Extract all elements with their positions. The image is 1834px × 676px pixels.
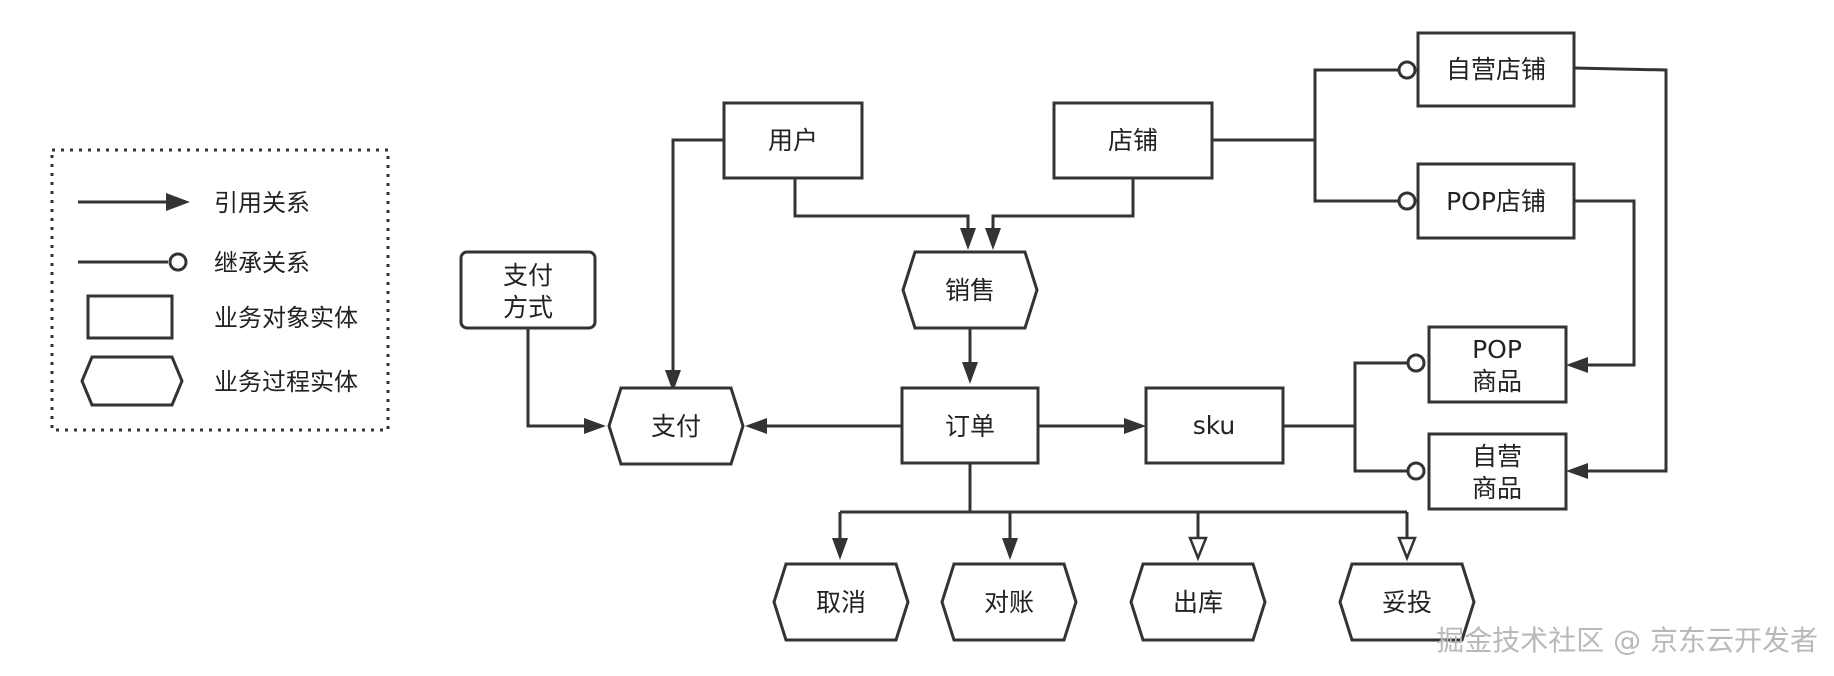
node-payment-method-label-line2: 方式 (503, 293, 553, 322)
edge-pop-store-to-pop-goods (1574, 199, 1636, 367)
edge-pop-store-to-pop-goods-arrowhead (1566, 357, 1588, 373)
node-store-box (1052, 101, 1214, 180)
edge-store-to-sales-arrowhead (985, 228, 1001, 250)
legend-inheritance-label: 继承关系 (214, 249, 310, 277)
node-order-label: 订单 (945, 412, 995, 441)
edge-sales-to-order-arrowhead (962, 362, 978, 384)
node-user-box (722, 101, 864, 180)
node-self-store: 自营店铺 (1416, 31, 1576, 108)
node-order-box (900, 386, 1040, 465)
legend-business-process-label: 业务过程实体 (214, 368, 358, 396)
node-pop-goods-label-line1: POP (1472, 335, 1522, 364)
legend-inheritance-circle (168, 252, 188, 272)
node-payment-shape (607, 386, 745, 466)
node-pop-store-label: POP店铺 (1446, 187, 1546, 216)
node-order: 订单 (900, 386, 1040, 465)
node-sales: 销售 (901, 250, 1039, 330)
edge-user-to-sales (793, 178, 970, 230)
node-sku-label: sku (1193, 411, 1236, 440)
node-complaint-shape (1338, 562, 1476, 642)
node-sku: sku (1144, 386, 1285, 465)
node-payment-label: 支付 (651, 412, 701, 441)
node-self-store-box (1416, 31, 1576, 108)
edge-self-store-to-self-goods-arrowhead (1566, 463, 1588, 479)
node-complaint: 妥投 (1338, 562, 1476, 642)
node-reconcile: 对账 (940, 562, 1078, 642)
node-pop-goods: POP 商品 (1427, 325, 1568, 404)
node-outbound: 出库 (1129, 562, 1267, 642)
node-self-goods-box (1427, 432, 1568, 511)
node-cancel-label: 取消 (816, 588, 866, 617)
edge-self-store-to-self-goods (1573, 66, 1668, 473)
node-user-label: 用户 (768, 126, 818, 155)
legend-reference-arrowhead (166, 193, 190, 211)
legend-business-object-shape (86, 294, 174, 340)
node-payment-method-label-line1: 支付 (503, 261, 553, 290)
legend-business-process-shape (80, 355, 184, 407)
legend-frame (50, 148, 390, 432)
edge-self-goods-inheritance-circle (1406, 461, 1426, 481)
node-pop-goods-box (1427, 325, 1568, 404)
node-user: 用户 (722, 101, 864, 180)
watermark: 掘金技术社区 @ 京东云开发者 (1436, 624, 1818, 657)
edge-pop-goods-inheritance-circle (1406, 353, 1426, 373)
node-reconcile-label: 对账 (984, 588, 1034, 617)
node-sku-box (1144, 386, 1285, 465)
node-reconcile-shape (940, 562, 1078, 642)
node-cancel-shape (772, 562, 910, 642)
edge-store-to-sales (991, 178, 1135, 230)
node-payment-method: 支付 方式 (459, 250, 597, 330)
edge-store-inheritance-branch (1313, 68, 1399, 203)
legend-reference-label: 引用关系 (214, 189, 310, 217)
edge-pop-store-inheritance-circle (1397, 191, 1417, 211)
edge-user-to-payment-arrowhead (665, 370, 681, 392)
node-self-goods: 自营 商品 (1427, 432, 1568, 511)
connectors (526, 60, 1668, 562)
legend: 引用关系 继承关系 业务对象实体 业务过程实体 (50, 148, 390, 432)
node-cancel: 取消 (772, 562, 910, 642)
edge-order-to-payment-arrowhead (745, 418, 767, 434)
node-pop-store: POP店铺 (1416, 162, 1576, 240)
node-payment: 支付 (607, 386, 745, 466)
edge-order-to-complaint-arrowhead (1397, 536, 1417, 562)
edge-user-to-sales-arrowhead (960, 228, 976, 250)
node-sales-label: 销售 (945, 276, 995, 305)
edge-order-to-sku-arrowhead (1124, 418, 1146, 434)
node-outbound-label: 出库 (1173, 588, 1223, 617)
node-store-label: 店铺 (1108, 126, 1158, 155)
edge-order-to-cancel-arrowhead (832, 538, 848, 560)
edge-payment-method-to-payment (526, 328, 584, 428)
edge-order-to-outbound-arrowhead (1188, 536, 1208, 562)
node-complaint-label: 妥投 (1382, 588, 1432, 617)
node-store: 店铺 (1052, 101, 1214, 180)
node-self-goods-label-line1: 自营 (1472, 442, 1522, 471)
edge-sku-inheritance-branch (1353, 361, 1408, 473)
edge-order-to-reconcile-arrowhead (1002, 538, 1018, 560)
node-sales-shape (901, 250, 1039, 330)
legend-business-object-label: 业务对象实体 (214, 304, 358, 332)
edge-self-store-inheritance-circle (1397, 60, 1417, 80)
node-self-goods-label-line2: 商品 (1472, 474, 1522, 503)
node-payment-method-box (459, 250, 597, 330)
node-pop-store-box (1416, 162, 1576, 240)
node-self-store-label: 自营店铺 (1446, 55, 1546, 84)
node-outbound-shape (1129, 562, 1267, 642)
edge-user-to-payment (671, 138, 724, 372)
node-pop-goods-label-line2: 商品 (1472, 367, 1522, 396)
edge-payment-method-to-payment-arrowhead (584, 418, 606, 434)
